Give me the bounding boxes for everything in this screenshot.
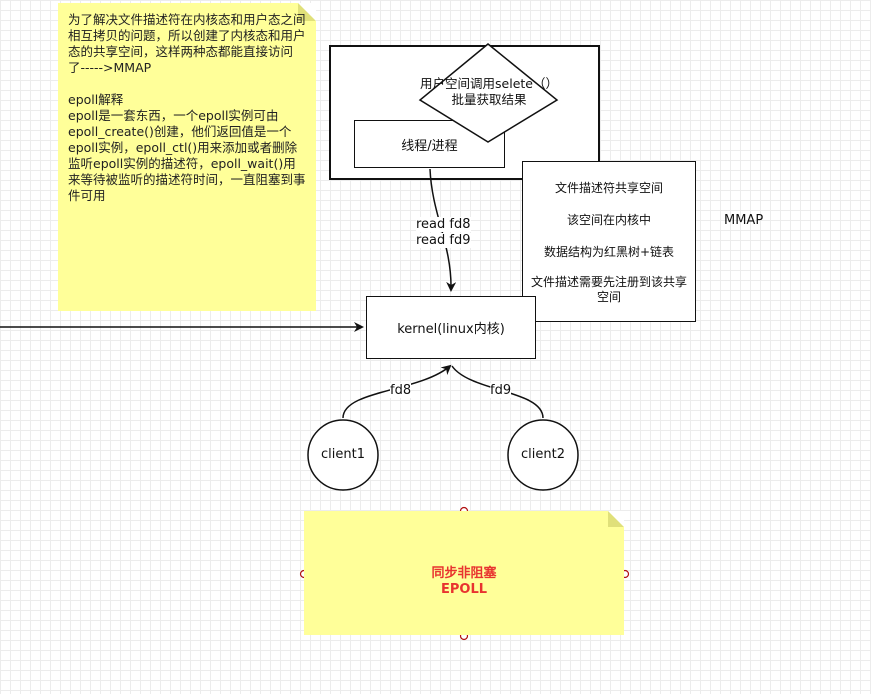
edge-label-fd9: fd9 [490, 383, 512, 398]
client2-label: client2 [521, 447, 565, 462]
edge-label-fd8: fd8 [390, 383, 412, 398]
sync-nonblocking-text: 同步非阻塞 EPOLL [304, 566, 624, 598]
epoll-explanation-text: 为了解决文件描述符在内核态和用户态之间相互拷贝的问题，所以创建了内核态和用户态的… [68, 12, 306, 203]
process-label: 线程/进程 [401, 138, 458, 154]
shared-space-line-3: 数据结构为红黑树+链表 [543, 245, 675, 259]
shared-space-line-1: 文件描述符共享空间 [554, 181, 663, 195]
decision-label: 用户空间调用selete（）批量获取结果 [420, 76, 558, 107]
shared-space-line-2: 该空间在内核中 [566, 213, 651, 227]
shared-space-box[interactable]: 文件描述符共享空间 该空间在内核中 数据结构为红黑树+链表 文件描述需要先注册到… [522, 161, 696, 322]
sync-subtitle: EPOLL [440, 582, 488, 597]
client1-node[interactable] [307, 419, 379, 491]
edge-label-read-fd9: read fd9 [416, 233, 471, 248]
note-fold-corner [298, 3, 316, 21]
kernel-label: kernel(linux内核) [397, 322, 505, 337]
client1-to-kernel-arrow [342, 364, 452, 419]
client1-label: client1 [321, 447, 365, 462]
kernel-box[interactable]: kernel(linux内核) [366, 296, 536, 359]
mmap-label: MMAP [724, 213, 764, 228]
client2-node[interactable] [507, 419, 579, 491]
edge-label-read-fd8: read fd8 [416, 217, 471, 232]
note-fold-corner [608, 511, 624, 527]
epoll-explanation-note[interactable]: 为了解决文件描述符在内核态和用户态之间相互拷贝的问题，所以创建了内核态和用户态的… [58, 3, 316, 311]
sync-title: 同步非阻塞 [431, 566, 497, 581]
sync-nonblocking-note[interactable]: 同步非阻塞 EPOLL [304, 511, 624, 635]
shared-space-line-4: 文件描述需要先注册到该共享空间 [530, 275, 687, 304]
decision-diamond[interactable] [418, 43, 559, 143]
